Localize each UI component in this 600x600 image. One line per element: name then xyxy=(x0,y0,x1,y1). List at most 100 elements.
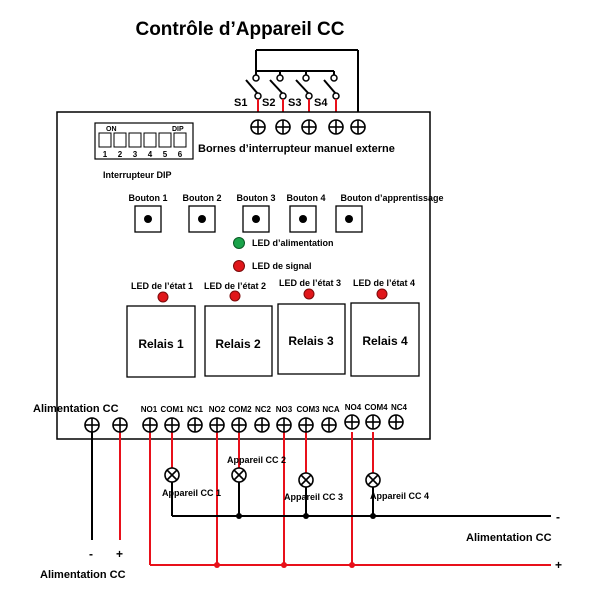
dip-switch: ON DIP 1 2 3 4 5 6 xyxy=(94,122,194,160)
device-label-1: Appareil CC 1 xyxy=(162,488,221,498)
relay-1: Relais 1 xyxy=(126,305,196,378)
terminal-label-com3: COM3 xyxy=(296,405,320,414)
terminal-no3 xyxy=(276,417,292,433)
status-led-label-4: LED de l’état 4 xyxy=(353,278,415,288)
dip-number-5: 5 xyxy=(163,150,168,159)
switch-label-s2: S2 xyxy=(262,97,275,109)
dip-number-4: 4 xyxy=(148,150,153,159)
button-label-3: Bouton 3 xyxy=(237,193,276,203)
terminal-power-plus xyxy=(112,417,128,433)
terminal-no4 xyxy=(344,414,360,430)
relay-2-label: Relais 2 xyxy=(215,337,261,351)
signal-led xyxy=(233,260,245,272)
terminal-nc4 xyxy=(388,414,404,430)
switch-s4 xyxy=(323,74,340,117)
terminal-label-nc1: NC1 xyxy=(187,405,204,414)
button-2 xyxy=(188,205,216,233)
device-4-lamp-icon xyxy=(365,472,381,488)
power-led-label: LED d’alimentation xyxy=(252,238,334,248)
device-1-lamp-icon xyxy=(164,467,180,483)
button-4 xyxy=(289,205,317,233)
switch-s3 xyxy=(295,74,313,117)
bottom-terminals xyxy=(84,414,404,433)
terminal-label-com2: COM2 xyxy=(228,405,252,414)
terminal-label-nc4: NC4 xyxy=(391,403,408,412)
switch-label-s3: S3 xyxy=(288,97,301,109)
button-3 xyxy=(242,205,270,233)
device-label-2: Appareil CC 2 xyxy=(227,455,286,465)
switch-terminals xyxy=(250,119,366,135)
terminal-nc2 xyxy=(254,417,270,433)
dip-on-label: ON xyxy=(106,126,117,133)
button-label-2: Bouton 2 xyxy=(183,193,222,203)
device-3-lamp-icon xyxy=(298,472,314,488)
dip-number-3: 3 xyxy=(133,150,138,159)
status-led-1 xyxy=(157,291,169,303)
switch-terminal-1 xyxy=(250,119,266,135)
dip-number-1: 1 xyxy=(103,150,108,159)
terminal-nc1 xyxy=(187,417,203,433)
device-label-4: Appareil CC 4 xyxy=(370,491,429,501)
supply-minus-sign: - xyxy=(556,510,560,524)
terminal-no1 xyxy=(142,417,158,433)
status-led-3 xyxy=(303,288,315,300)
switch-terminal-2 xyxy=(275,119,291,135)
button-label-learn: Bouton d’apprentissage xyxy=(340,193,443,203)
terminal-com3 xyxy=(298,417,314,433)
terminal-label-nca: NCA xyxy=(322,405,340,414)
terminal-power-minus xyxy=(84,417,100,433)
switch-terminal-4 xyxy=(328,119,344,135)
diagram-title: Contrôle d’Appareil CC xyxy=(135,19,344,40)
status-led-2 xyxy=(229,290,241,302)
status-led-label-1: LED de l’état 1 xyxy=(131,281,193,291)
dip-number-2: 2 xyxy=(118,150,123,159)
terminal-com2 xyxy=(231,417,247,433)
switch-s2 xyxy=(269,74,287,117)
supply-plus-sign: + xyxy=(555,558,562,572)
terminal-label-nc2: NC2 xyxy=(255,405,272,414)
dip-dip-label: DIP xyxy=(172,126,184,133)
bottom-supply-plus-sign: + xyxy=(116,547,123,561)
button-label-4: Bouton 4 xyxy=(287,193,326,203)
terminal-no2 xyxy=(209,417,225,433)
terminal-label-no3: NO3 xyxy=(276,405,293,414)
switch-terminal-common xyxy=(350,119,366,135)
terminal-com4 xyxy=(365,414,381,430)
button-label-1: Bouton 1 xyxy=(129,193,168,203)
relay-3: Relais 3 xyxy=(277,303,346,375)
switch-label-s1: S1 xyxy=(234,97,247,109)
switch-s1 xyxy=(245,74,262,117)
terminal-com1 xyxy=(164,417,180,433)
device-label-3: Appareil CC 3 xyxy=(284,492,343,502)
controller-board xyxy=(56,111,431,440)
button-learn xyxy=(335,205,363,233)
signal-led-label: LED de signal xyxy=(252,261,312,271)
relay-2: Relais 2 xyxy=(204,305,273,377)
terminal-nca xyxy=(321,417,337,433)
external-switch-terminals-label: Bornes d’interrupteur manuel externe xyxy=(198,143,395,155)
terminal-label-com1: COM1 xyxy=(160,405,184,414)
switch-label-s4: S4 xyxy=(314,97,328,109)
relay-4: Relais 4 xyxy=(350,302,420,377)
dip-caption: Interrupteur DIP xyxy=(103,170,172,180)
status-led-label-3: LED de l’état 3 xyxy=(279,278,341,288)
bottom-supply-label: Alimentation CC xyxy=(40,569,126,581)
terminal-label-no4: NO4 xyxy=(345,403,362,412)
status-led-label-2: LED de l’état 2 xyxy=(204,281,266,291)
switch-terminal-3 xyxy=(301,119,317,135)
terminal-label-no1: NO1 xyxy=(141,405,158,414)
relay-3-label: Relais 3 xyxy=(288,334,334,348)
relay-4-label: Relais 4 xyxy=(362,334,408,348)
terminal-label-com4: COM4 xyxy=(364,403,388,412)
power-led xyxy=(233,237,245,249)
wiring xyxy=(91,432,551,568)
dip-number-6: 6 xyxy=(178,150,183,159)
supply-right-label: Alimentation CC xyxy=(466,532,552,544)
relay-1-label: Relais 1 xyxy=(138,337,184,351)
status-led-4 xyxy=(376,288,388,300)
external-switches: S1 S2 S3 S4 xyxy=(234,49,359,117)
terminal-label-no2: NO2 xyxy=(209,405,226,414)
power-terminal-label: Alimentation CC xyxy=(33,403,119,415)
device-2-lamp-icon xyxy=(231,467,247,483)
